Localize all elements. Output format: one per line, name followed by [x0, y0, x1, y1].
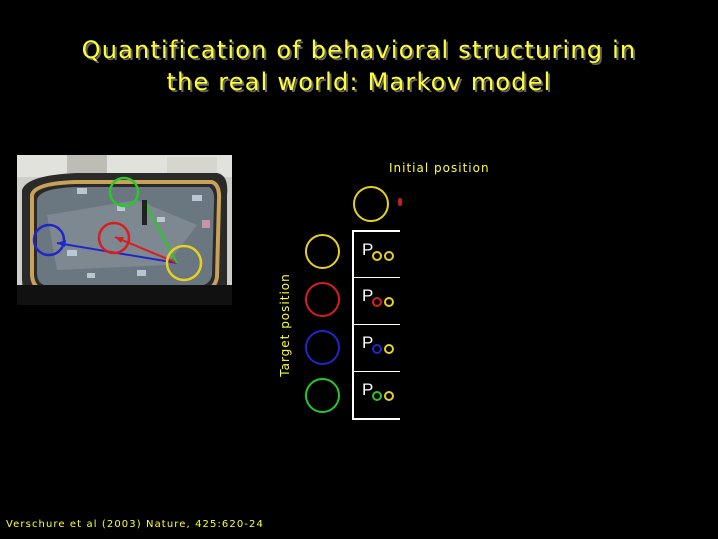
sub-initial-yellow-circle — [384, 297, 394, 307]
sub-initial-yellow-circle — [372, 251, 382, 261]
probability-cell-yellow-red: P — [354, 277, 400, 324]
probability-symbol: P — [362, 333, 374, 352]
robot-arena-photo — [17, 155, 232, 305]
initial-position-yellow-circle — [353, 186, 389, 222]
sub-initial-yellow-circle — [384, 391, 394, 401]
transition-probability-column: P P P P — [352, 230, 400, 420]
sub-initial-yellow-circle — [384, 344, 394, 354]
probability-cell-yellow-blue: P — [354, 324, 400, 371]
title-line-2: the real world: Markov model — [166, 68, 552, 96]
sub-target-blue-circle — [372, 344, 382, 354]
title-line-1: Quantification of behavioral structuring… — [81, 36, 637, 64]
probability-symbol: P — [362, 286, 374, 305]
sub-target-yellow-circle — [384, 251, 394, 261]
probability-symbol: P — [362, 380, 374, 399]
target-red-circle — [305, 282, 340, 317]
slide-title: Quantification of behavioral structuring… — [0, 34, 718, 98]
probability-cell-yellow-yellow: P — [354, 230, 400, 277]
initial-position-label: Initial position — [389, 161, 490, 175]
probability-symbol: P — [362, 240, 374, 259]
sub-target-green-circle — [372, 391, 382, 401]
small-red-mark — [398, 198, 402, 206]
sub-target-red-circle — [372, 297, 382, 307]
target-yellow-circle — [305, 234, 340, 269]
target-position-label: Target position — [278, 273, 292, 377]
target-blue-circle — [305, 330, 340, 365]
target-green-circle — [305, 378, 340, 413]
citation: Verschure et al (2003) Nature, 425:620-2… — [6, 519, 264, 530]
probability-cell-yellow-green: P — [354, 371, 400, 418]
